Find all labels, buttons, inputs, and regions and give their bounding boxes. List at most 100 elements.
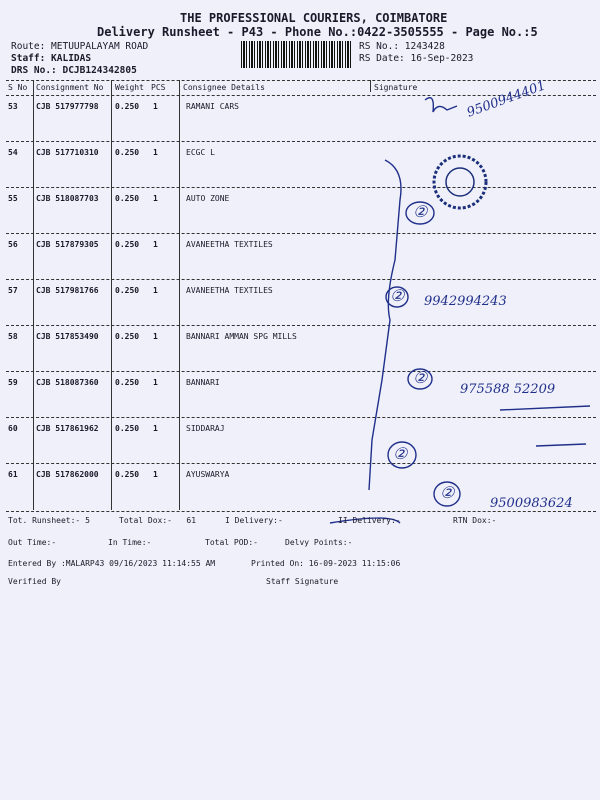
barcode [241, 41, 352, 68]
row-consignment-no: CJB 517879305 [36, 240, 99, 249]
row-sno: 60 [8, 424, 18, 433]
row-sno: 54 [8, 148, 18, 157]
divider [6, 511, 596, 512]
col-weight: Weight [115, 83, 144, 92]
row-pcs: 1 [153, 378, 158, 387]
signature-line [368, 159, 402, 491]
row-consignee: SIDDARAJ [186, 424, 225, 433]
printed-on: Printed On: 16-09-2023 11:15:06 [251, 559, 401, 568]
row-consignee: AUTO ZONE [186, 194, 230, 203]
row-weight: 0.250 [115, 378, 140, 387]
row-divider [6, 325, 596, 326]
row-consignee: BANNARI AMMAN SPG MILLS [186, 332, 297, 341]
row-consignment-no: CJB 517977798 [36, 102, 99, 111]
row-weight: 0.250 [115, 470, 140, 479]
row-pcs: 1 [153, 470, 158, 479]
verified-by: Verified By [8, 577, 61, 586]
row-weight: 0.250 [115, 102, 140, 111]
row-weight: 0.250 [115, 332, 140, 341]
row-consignment-no: CJB 517981766 [36, 286, 99, 295]
row-consignee: AVANEETHA TEXTILES [186, 240, 273, 249]
rtn-dox: RTN Dox:- [453, 516, 497, 525]
row-sno: 55 [8, 194, 18, 203]
row-sno: 56 [8, 240, 18, 249]
total-dox: Total Dox:- 61 [119, 516, 197, 525]
staff-signature: Staff Signature [266, 577, 339, 586]
row-consignment-no: CJB 518087703 [36, 194, 99, 203]
row-consignment-no: CJB 517853490 [36, 332, 99, 341]
row-weight: 0.250 [115, 240, 140, 249]
row-sno: 61 [8, 470, 18, 479]
row-consignment-no: CJB 517710310 [36, 148, 99, 157]
rs-number: RS No.: 1243428 [359, 41, 445, 52]
divider [6, 80, 596, 81]
row-divider [6, 187, 596, 188]
out-time: Out Time:- [8, 538, 57, 547]
row-consignee: RAMANI CARS [186, 102, 239, 111]
handwritten-mark: ② [413, 368, 428, 387]
row-consignment-no: CJB 518087360 [36, 378, 99, 387]
handwritten-mark: ② [413, 202, 428, 221]
handwritten-mark: ② [440, 483, 455, 502]
col-sno: S No [8, 83, 28, 92]
rs-date: RS Date: 16-Sep-2023 [359, 53, 474, 64]
total-pod: Total POD:- [205, 538, 258, 547]
row-pcs: 1 [153, 332, 158, 341]
route: Route: METUUPALAYAM ROAD [11, 41, 149, 52]
handwritten-phone: 9500983624 [490, 496, 573, 511]
row-divider [6, 233, 596, 234]
row-divider [6, 463, 596, 464]
row-sno: 57 [8, 286, 18, 295]
i-delivery: I Delivery:- [225, 516, 283, 525]
row-divider [6, 95, 596, 96]
col-consignment: Consignment No [36, 83, 104, 92]
circled-mark [405, 201, 435, 225]
row-consignee: BANNARI [186, 378, 220, 387]
signature-1-mark [424, 97, 458, 113]
drs-number: DRS No.: DCJB124342805 [11, 65, 137, 76]
row-pcs: 1 [153, 148, 158, 157]
row-weight: 0.250 [115, 286, 140, 295]
row-sno: 59 [8, 378, 18, 387]
staff: Staff: KALIDAS [11, 53, 92, 64]
col-divider [111, 80, 112, 510]
row-consignee: ECGC L [186, 148, 215, 157]
row-divider [6, 279, 596, 280]
delvy-points: Delvy Points:- [285, 538, 353, 547]
row-sno: 53 [8, 102, 18, 111]
runsheet-title: Delivery Runsheet - P43 - Phone No.:0422… [97, 25, 538, 39]
row-divider [6, 371, 596, 372]
handwritten-phone: 9942994243 [424, 294, 507, 309]
row-weight: 0.250 [115, 194, 140, 203]
row-consignment-no: CJB 517861962 [36, 424, 99, 433]
ii-delivery: II Delivery:- [338, 516, 401, 525]
tot-runsheet: Tot. Runsheet:- 5 [8, 516, 90, 525]
company-name: THE PROFESSIONAL COURIERS, COIMBATORE [180, 11, 448, 25]
row-pcs: 1 [153, 286, 158, 295]
stamp-mark [432, 154, 488, 210]
handwritten-mark: ② [393, 444, 408, 463]
row-pcs: 1 [153, 194, 158, 203]
row-divider [6, 141, 596, 142]
col-divider [33, 80, 34, 510]
col-divider [179, 80, 180, 510]
col-consignee: Consignee Details [183, 83, 265, 92]
handwritten-number: 975588 52209 [460, 382, 556, 397]
row-consignee: AYUSWARYA [186, 470, 230, 479]
in-time: In Time:- [108, 538, 152, 547]
row-divider [6, 417, 596, 418]
row-sno: 58 [8, 332, 18, 341]
row-pcs: 1 [153, 240, 158, 249]
col-pcs: PCS [151, 83, 166, 92]
row-consignment-no: CJB 517862000 [36, 470, 99, 479]
row-weight: 0.250 [115, 148, 140, 157]
entered-by: Entered By :MALARP43 09/16/2023 11:14:55… [8, 559, 216, 568]
row-pcs: 1 [153, 424, 158, 433]
row-weight: 0.250 [115, 424, 140, 433]
col-signature: Signature [374, 83, 418, 92]
row-pcs: 1 [153, 102, 158, 111]
row-consignee: AVANEETHA TEXTILES [186, 286, 273, 295]
col-divider [370, 80, 371, 92]
